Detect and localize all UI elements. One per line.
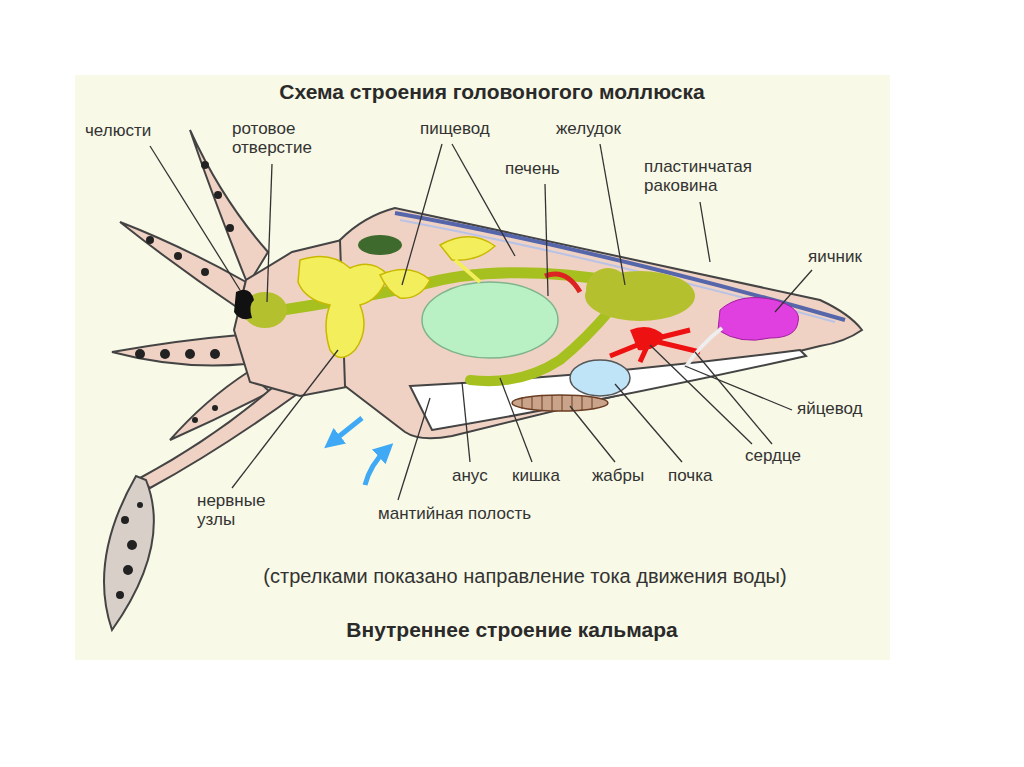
part-label: челюсти — [85, 122, 151, 141]
sucker-dots — [116, 161, 234, 599]
mantle-cavity — [410, 350, 806, 430]
ovary — [718, 298, 799, 341]
note-text: (стрелками показано направление тока дви… — [263, 565, 786, 587]
leader-lines — [150, 144, 812, 500]
part-label: печень — [505, 160, 560, 179]
part-label: сердце — [745, 447, 801, 466]
part-label: ротовое отверстие — [232, 120, 342, 157]
diagram-caption: Внутреннее строение кальмара — [346, 618, 677, 641]
gill-hatch — [522, 395, 592, 411]
part-label: желудок — [556, 120, 621, 139]
part-label: яйцевод — [797, 400, 863, 419]
water-arrow — [332, 418, 362, 442]
part-label: почка — [668, 467, 712, 486]
part-label: пищевод — [420, 120, 490, 139]
liver — [422, 282, 558, 358]
water-arrow — [365, 450, 386, 485]
part-label: яичник — [808, 248, 862, 267]
part-label: нервные узлы — [197, 492, 279, 529]
dark-organ — [358, 235, 402, 255]
part-label: жабры — [592, 467, 644, 486]
part-label: анус — [452, 467, 488, 486]
diagram-title: Схема строения головоногого моллюска — [279, 80, 704, 103]
nerve-ganglia — [298, 237, 495, 358]
part-label: пластинчатая раковина — [644, 158, 794, 195]
part-label: кишка — [512, 467, 560, 486]
heart — [630, 327, 665, 350]
duct — [545, 274, 580, 292]
squid-body — [104, 130, 862, 630]
panel-ground — [75, 75, 890, 660]
gills — [512, 395, 608, 411]
jaws — [234, 290, 254, 319]
part-label: мантийная полость — [378, 505, 531, 524]
